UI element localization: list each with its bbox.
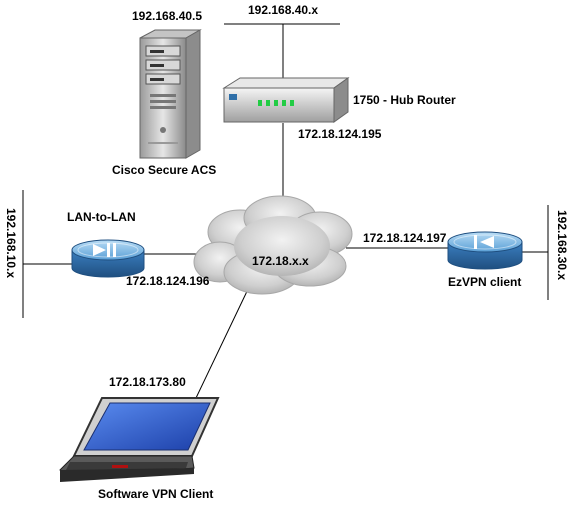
hub-router-label: 1750 - Hub Router — [353, 93, 456, 107]
top-lan-label: 192.168.40.x — [248, 3, 318, 17]
link-cloud-to-laptop — [195, 284, 251, 399]
ezvpn-name-label: EzVPN client — [448, 275, 521, 289]
laptop-name-label: Software VPN Client — [98, 487, 213, 501]
right-lan-label: 192.168.30.x — [555, 210, 569, 280]
server-icon — [139, 29, 202, 159]
lan-to-lan-label: LAN-to-LAN — [67, 210, 136, 224]
ezvpn-router-icon — [447, 231, 523, 270]
cloud-label: 172.18.x.x — [252, 254, 309, 268]
lan-to-lan-ip-label: 172.18.124.196 — [126, 274, 210, 288]
acs-ip-label: 192.168.40.5 — [132, 9, 202, 23]
hub-router-icon — [222, 77, 350, 123]
laptop-ip-label: 172.18.173.80 — [109, 375, 186, 389]
acs-name-label: Cisco Secure ACS — [112, 163, 216, 177]
ezvpn-ip-label: 172.18.124.197 — [363, 231, 447, 245]
hub-ip-label: 172.18.124.195 — [298, 127, 382, 141]
cloud-icon — [193, 195, 353, 295]
links — [22, 23, 549, 399]
laptop-icon — [59, 397, 220, 482]
left-lan-label: 192.168.10.x — [4, 208, 18, 278]
lan-to-lan-router-icon — [71, 239, 145, 278]
